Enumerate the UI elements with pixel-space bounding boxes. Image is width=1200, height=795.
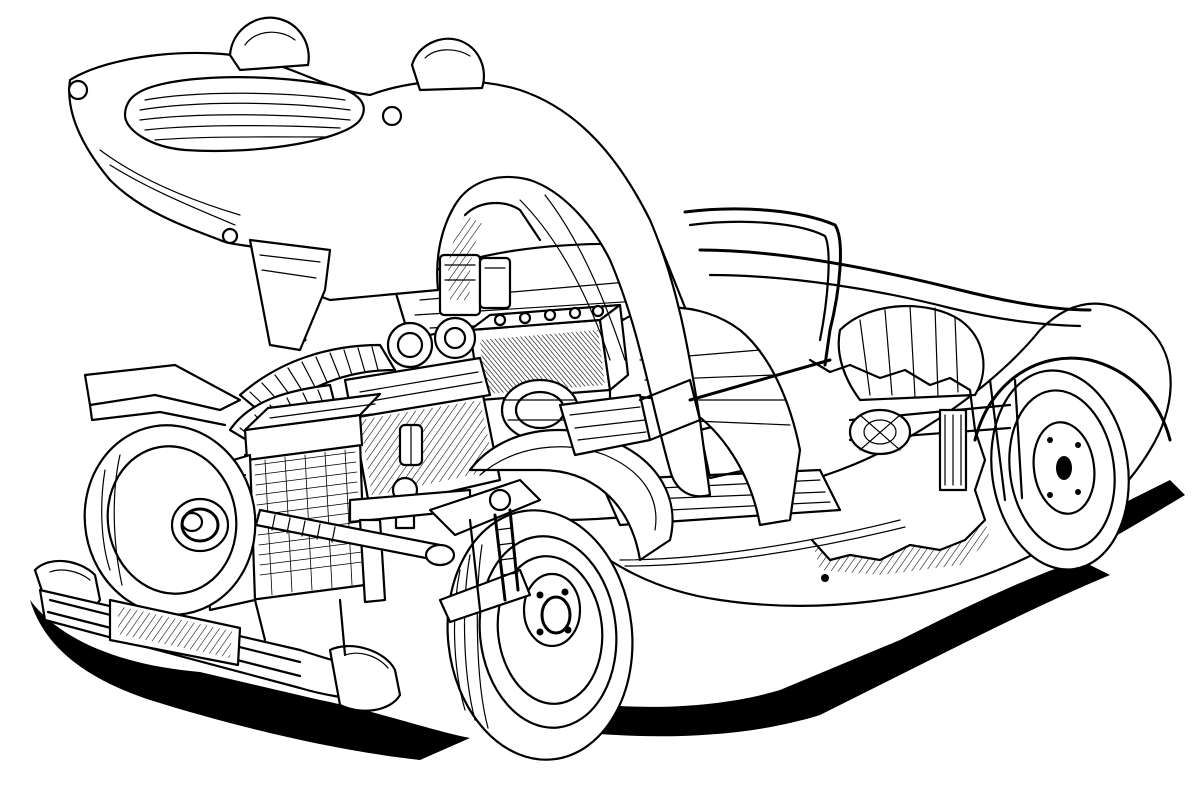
sidelamp-right <box>381 105 403 127</box>
front-left-wheel <box>83 363 257 616</box>
windscreen-frame <box>683 207 842 367</box>
front-suspension <box>428 478 542 624</box>
headlamp-left <box>228 16 310 72</box>
steering-rack <box>254 508 456 567</box>
cockpit-rim <box>698 248 1092 312</box>
gearbox <box>558 358 832 457</box>
engine <box>343 316 580 512</box>
front-right-wheel <box>446 428 674 761</box>
shadow-centre <box>560 560 1110 737</box>
battery <box>468 303 630 402</box>
bonnet-shell <box>68 51 712 498</box>
rear-wheel-arch <box>973 356 1172 442</box>
front-bumper <box>33 559 402 712</box>
carburettor-1 <box>386 321 434 369</box>
bonnet <box>67 16 712 498</box>
shadow-front-left <box>30 600 470 760</box>
sidelamp-left <box>67 79 89 101</box>
sill-pipes <box>619 519 906 582</box>
headlamp-right <box>410 37 486 92</box>
carburettor-2 <box>433 316 477 360</box>
rear-wheel <box>990 369 1130 571</box>
rear-suspension <box>848 378 1024 502</box>
